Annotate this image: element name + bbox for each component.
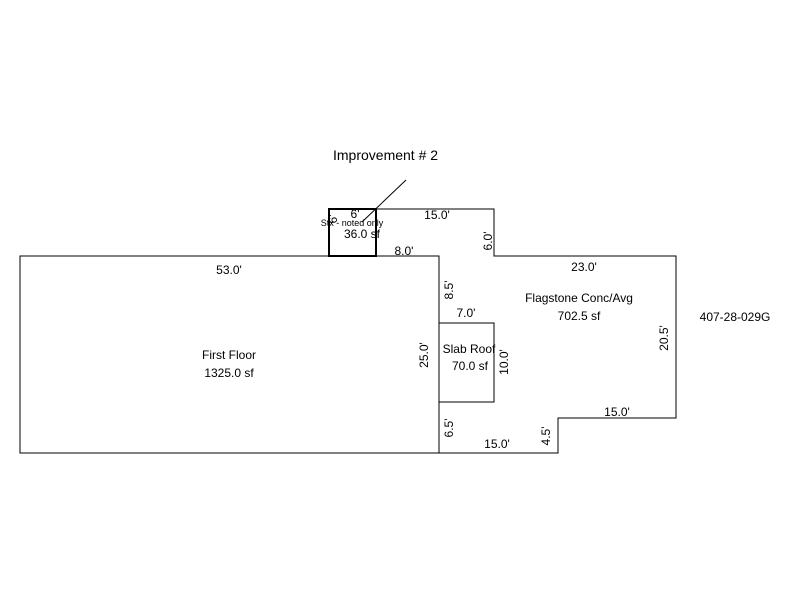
first-floor-top-dimension: 53.0' [216, 263, 242, 277]
slab-roof-outline [438, 322, 495, 403]
flagstone-outline [376, 208, 677, 454]
flagstone-left-lower-dimension: 6.5' [442, 419, 456, 438]
flagstone-area: 702.5 sf [558, 309, 601, 323]
first-floor-right-dimension: 25.0' [417, 342, 431, 368]
flagstone-left-upper-dimension: 8.5' [442, 281, 456, 300]
stx-side-dimension: 6' [326, 215, 340, 224]
flagstone-bottom-dimension: 15.0' [484, 437, 510, 451]
flagstone-upper-right-dimension: 23.0' [571, 260, 597, 274]
flagstone-notch-dimension: 4.5' [539, 427, 553, 446]
slab-roof-area: 70.0 sf [452, 359, 489, 373]
slab-roof-name: Slab Roof [443, 342, 496, 356]
callout-leader-line [361, 179, 407, 223]
parcel-id: 407-28-029G [700, 310, 771, 324]
stx-name: Stx - noted only [321, 218, 384, 228]
flagstone-gap-dimension: 8.0' [395, 244, 414, 258]
first-floor-area: 1325.0 sf [204, 366, 254, 380]
slab-roof-side-dimension: 10.0' [497, 349, 511, 375]
flagstone-right-dimension: 20.5' [657, 325, 671, 351]
flagstone-top-dimension: 15.0' [424, 208, 450, 222]
flagstone-name: Flagstone Conc/Avg [525, 291, 633, 305]
callout-label: Improvement # 2 [333, 147, 438, 163]
stx-outline [328, 208, 377, 257]
flagstone-step-dimension: 6.0' [481, 232, 495, 251]
stx-area: 36.0 sf [344, 227, 381, 241]
first-floor-name: First Floor [202, 348, 256, 362]
slab-roof-top-dimension: 7.0' [457, 306, 476, 320]
stx-top-dimension: 6' [351, 207, 360, 221]
flagstone-lower-right-dimension: 15.0' [604, 405, 630, 419]
